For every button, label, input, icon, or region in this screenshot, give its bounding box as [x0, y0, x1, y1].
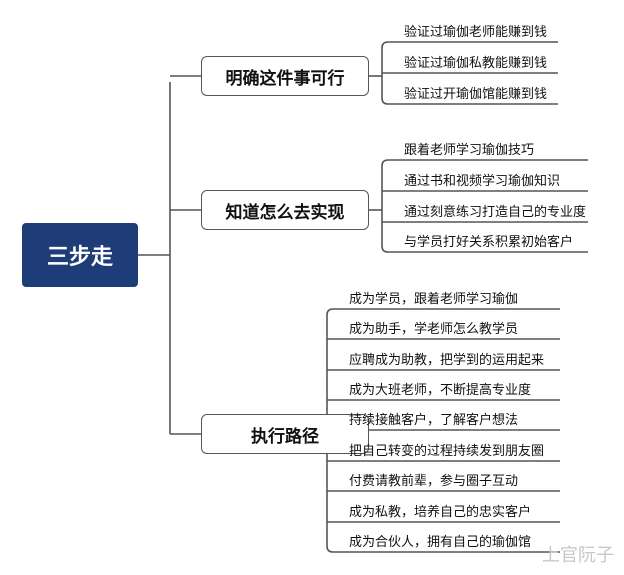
root-node: 三步走	[22, 223, 138, 287]
leaf-underline	[381, 159, 588, 167]
leaf-item: 通过刻意练习打造自己的专业度	[404, 205, 587, 220]
leaf-underline	[326, 308, 560, 316]
watermark: 上官阮子	[542, 545, 614, 566]
leaf-item: 与学员打好关系积累初始客户	[404, 235, 574, 250]
leaf-item: 应聘成为助教，把学到的运用起来	[349, 353, 545, 368]
leaf-underline	[381, 41, 558, 49]
branch-node-feasible: 明确这件事可行	[201, 56, 369, 96]
leaf-item: 通过书和视频学习瑜伽知识	[404, 174, 561, 189]
leaf-item: 验证过开瑜伽馆能赚到钱	[404, 87, 548, 102]
branch-node-execution: 执行路径	[201, 414, 369, 454]
leaf-item: 成为合伙人，拥有自己的瑜伽馆	[349, 535, 532, 550]
leaf-underline	[326, 545, 560, 553]
leaf-item: 验证过瑜伽老师能赚到钱	[404, 25, 548, 40]
branch-node-how-to: 知道怎么去实现	[201, 190, 369, 230]
leaf-item: 付费请教前辈，参与圈子互动	[349, 474, 519, 489]
leaf-item: 成为学员，跟着老师学习瑜伽	[349, 292, 519, 307]
leaf-item: 跟着老师学习瑜伽技巧	[404, 143, 535, 158]
leaf-item: 成为大班老师，不断提高专业度	[349, 383, 532, 398]
leaf-item: 成为私教，培养自己的忠实客户	[349, 505, 532, 520]
leaf-item: 成为助手，学老师怎么教学员	[349, 322, 519, 337]
leaf-item: 把自己转变的过程持续发到朋友圈	[349, 444, 545, 459]
leaf-item: 持续接触客户，了解客户想法	[349, 413, 519, 428]
leaf-underline	[381, 97, 558, 105]
leaf-item: 验证过瑜伽私教能赚到钱	[404, 56, 548, 71]
leaf-underline	[381, 245, 588, 253]
